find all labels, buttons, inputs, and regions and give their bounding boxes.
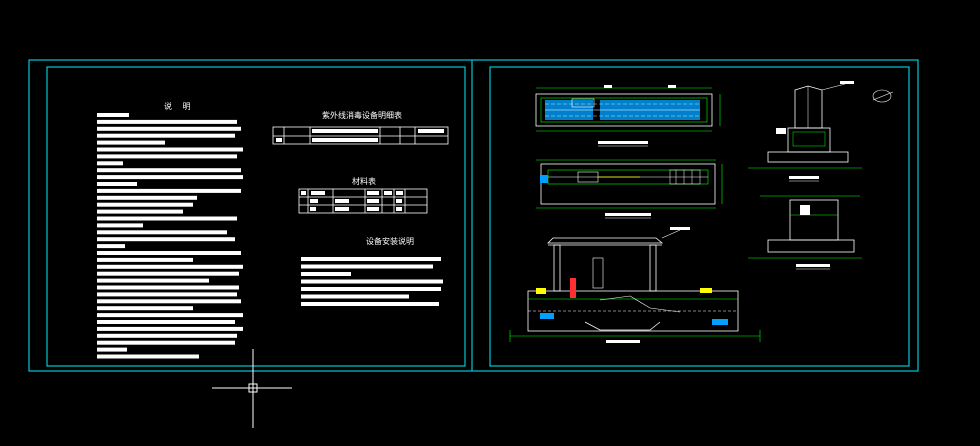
- text-line: [97, 299, 241, 304]
- equipment-table-title: 紫外线消毒设备明细表: [322, 111, 402, 120]
- text-line: [97, 175, 243, 180]
- text-line: [97, 326, 243, 331]
- text-line: [97, 347, 127, 352]
- text-line: [97, 340, 235, 345]
- text-line: [97, 216, 237, 221]
- text-line: [97, 257, 193, 262]
- text-line: [97, 195, 197, 200]
- text-line: [97, 292, 237, 297]
- equipment-table: [272, 126, 449, 145]
- left-inner-frame: [46, 66, 466, 367]
- install-notes-text-block: [301, 257, 443, 306]
- text-line: [97, 230, 227, 235]
- text-line: [301, 294, 409, 299]
- text-line: [97, 209, 183, 214]
- section-view-drawing: [536, 159, 723, 219]
- text-line: [301, 302, 439, 306]
- text-line: [97, 285, 239, 290]
- text-line: [97, 161, 123, 166]
- text-line: [97, 133, 235, 138]
- notes-title: 说 明: [164, 102, 195, 111]
- outer-frame: [28, 59, 919, 372]
- text-line: [97, 168, 241, 173]
- text-line: [97, 278, 209, 283]
- text-line: [97, 202, 193, 207]
- plan-view-drawing: [535, 85, 721, 147]
- text-line: [97, 313, 243, 318]
- foundation-detail-drawing: [748, 195, 862, 270]
- text-line: [97, 113, 129, 117]
- materials-table: [298, 188, 428, 214]
- sheet-frames: [28, 59, 919, 372]
- text-line: [97, 251, 241, 255]
- materials-table-title: 材料表: [352, 177, 376, 186]
- text-line: [97, 147, 243, 152]
- text-line: [97, 333, 237, 338]
- notes-text-block: [97, 113, 243, 359]
- column-detail-drawing: [748, 81, 894, 182]
- text-line: [97, 354, 199, 359]
- text-line: [97, 140, 165, 145]
- text-line: [301, 257, 441, 261]
- text-line: [97, 320, 235, 324]
- text-line: [97, 244, 125, 249]
- text-line: [301, 264, 433, 269]
- text-line: [97, 264, 243, 269]
- text-line: [97, 154, 237, 159]
- text-line: [97, 306, 193, 311]
- text-line: [97, 271, 239, 276]
- text-line: [97, 188, 241, 193]
- text-line: [97, 182, 137, 186]
- text-line: [97, 237, 235, 242]
- text-line: [301, 272, 351, 276]
- crosshair-cursor-icon[interactable]: [212, 349, 292, 428]
- elevation-drawing: [509, 227, 761, 343]
- text-line: [301, 279, 443, 284]
- text-line: [97, 223, 143, 228]
- text-line: [97, 126, 241, 131]
- right-inner-frame: [489, 66, 910, 367]
- text-line: [301, 287, 441, 291]
- text-line: [97, 119, 237, 124]
- install-notes-title: 设备安装说明: [366, 237, 414, 246]
